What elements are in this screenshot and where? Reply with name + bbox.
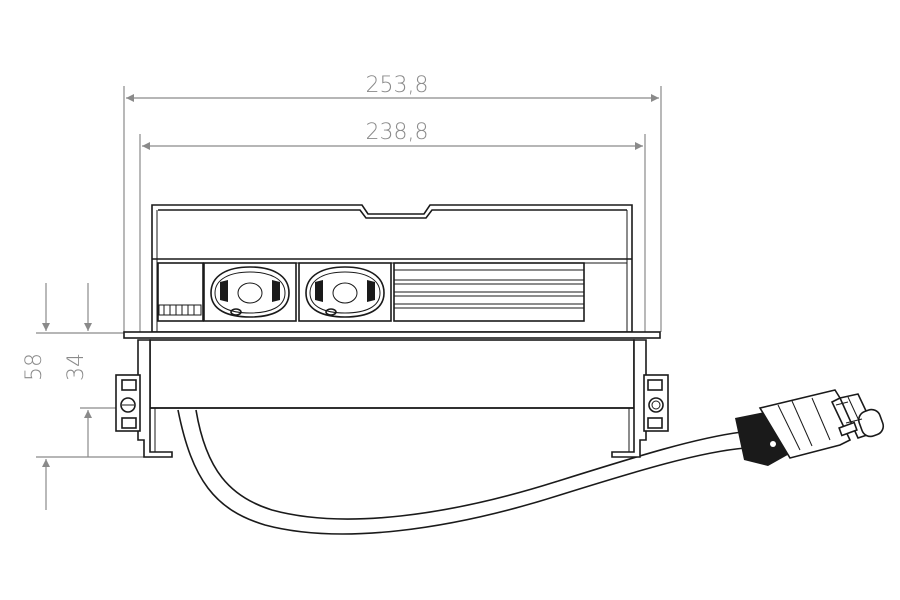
dimension-total-height-label: 58 <box>22 353 47 381</box>
dimension-overall-width-label: 253,8 <box>366 73 429 98</box>
recessed-body <box>149 339 635 452</box>
dimension-body-height: 34 <box>64 283 150 457</box>
socket-outlet <box>298 262 392 322</box>
dimension-inner-width: 238,8 <box>139 120 646 332</box>
right-mounting-clamp <box>611 339 669 458</box>
left-mounting-clamp <box>115 339 173 458</box>
dimension-inner-width-label: 238,8 <box>366 120 429 145</box>
dimension-body-height-label: 34 <box>64 353 89 381</box>
switch-module <box>157 262 204 322</box>
ventilation-grille <box>393 262 585 322</box>
cable-connector <box>735 389 885 466</box>
dimension-overall-width: 253,8 <box>123 73 662 332</box>
power-cable <box>177 409 746 535</box>
socket-outlet <box>203 262 297 322</box>
